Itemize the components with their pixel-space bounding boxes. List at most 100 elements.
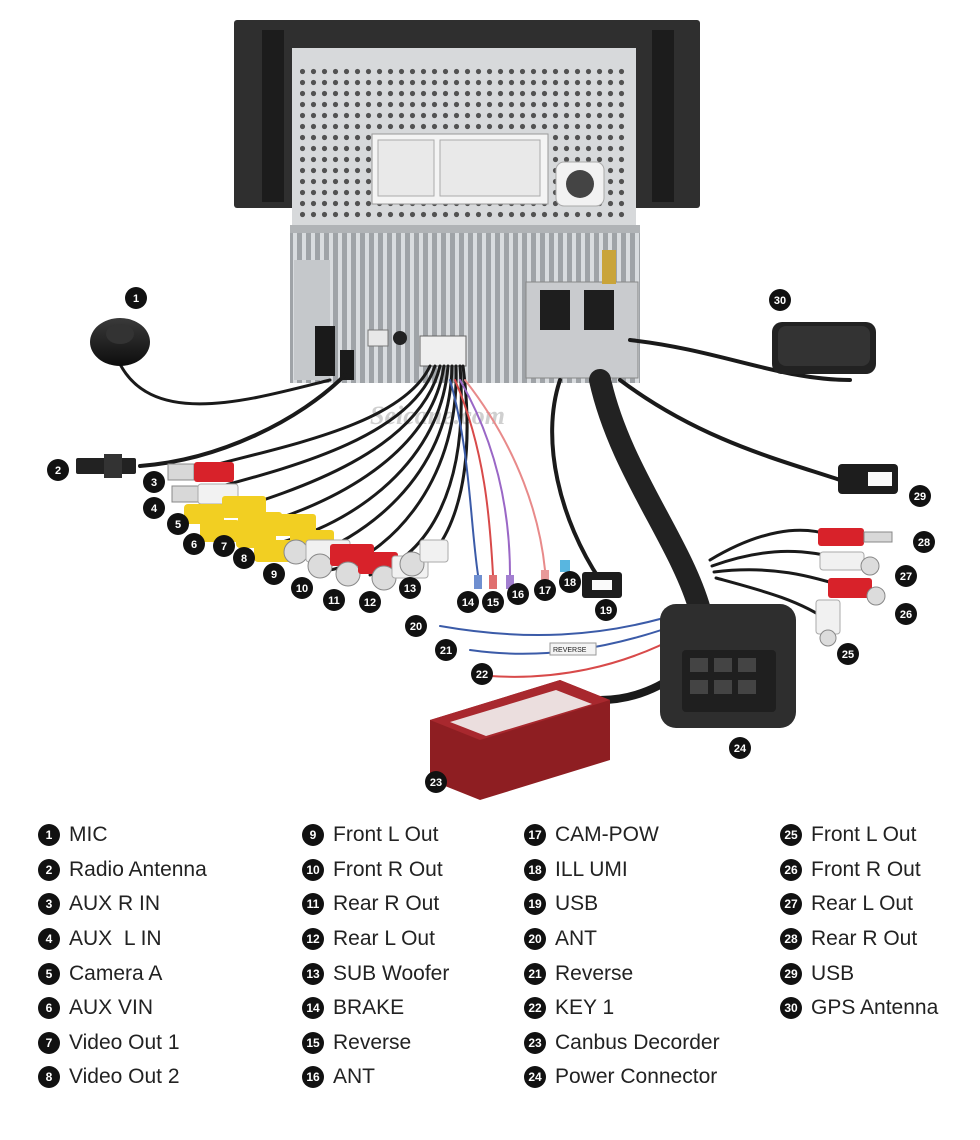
usb-connector-29: [838, 464, 898, 494]
legend-label: Rear R Out: [811, 927, 918, 951]
legend-number-badge: 2: [38, 858, 60, 881]
legend-item: 4 AUX L IN: [38, 922, 207, 957]
legend-item: 13 SUB Woofer: [302, 956, 449, 991]
legend-number-badge: 13: [302, 962, 324, 985]
callout-22: 22: [471, 663, 493, 685]
svg-text:18: 18: [564, 577, 576, 589]
legend-number-badge: 20: [524, 928, 546, 951]
legend-label: SUB Woofer: [333, 961, 450, 985]
svg-text:14: 14: [462, 597, 475, 609]
head-unit: [234, 20, 700, 383]
svg-text:29: 29: [914, 491, 926, 503]
legend-number-badge: 4: [38, 928, 60, 951]
legend-label: Front R Out: [333, 857, 443, 881]
callout-1: 1: [125, 287, 147, 309]
legend-label: CAM-POW: [555, 823, 659, 847]
callout-13: 13: [399, 577, 421, 599]
svg-text:12: 12: [364, 597, 376, 609]
svg-text:22: 22: [476, 669, 488, 681]
legend-number-badge: 8: [38, 1066, 60, 1089]
svg-text:7: 7: [221, 541, 227, 553]
legend-label: ANT: [555, 927, 597, 951]
rca-right-rear-r-out: [818, 528, 893, 546]
legend-number-badge: 26: [780, 858, 802, 881]
legend-label: Rear R Out: [333, 892, 440, 916]
callout-27: 27: [895, 565, 917, 587]
svg-text:REVERSE: REVERSE: [553, 647, 587, 654]
main-harness-plug: [419, 335, 467, 367]
callout-8: 8: [233, 547, 255, 569]
legend-label: Front L Out: [811, 823, 917, 847]
legend-number-badge: 6: [38, 997, 60, 1020]
svg-text:5: 5: [175, 519, 181, 531]
rca-sub-woofer: [399, 539, 449, 577]
callout-24: 24: [729, 737, 751, 759]
callout-23: 23: [425, 771, 447, 793]
legend-label: AUX R IN: [69, 892, 161, 916]
svg-text:2: 2: [55, 465, 61, 477]
legend-label: MIC: [69, 823, 108, 847]
power-connector: [660, 604, 796, 728]
callout-9: 9: [263, 563, 285, 585]
legend-label: Reverse: [555, 961, 634, 985]
legend-label: Front R Out: [811, 857, 921, 881]
legend-item: 6 AUX VIN: [38, 991, 207, 1026]
legend-number-badge: 12: [302, 928, 324, 951]
callout-15: 15: [482, 591, 504, 613]
rca-plug-aux-r: [167, 462, 234, 482]
legend-number-badge: 16: [302, 1066, 324, 1089]
canbus-decoder: [430, 680, 610, 800]
wire-terminal-ant: [506, 575, 514, 589]
svg-text:28: 28: [918, 537, 930, 549]
callout-19: 19: [595, 599, 617, 621]
legend-label: Radio Antenna: [69, 857, 207, 881]
svg-text:26: 26: [900, 609, 912, 621]
legend-item: 17 CAM-POW: [524, 818, 720, 853]
callout-28: 28: [913, 531, 935, 553]
wire-terminal-reverse: [489, 575, 497, 589]
callout-11: 11: [323, 589, 345, 611]
legend-label: Power Connector: [555, 1065, 718, 1089]
svg-text:25: 25: [842, 649, 854, 661]
wire-terminal-illumi: [560, 560, 570, 572]
wiring-diagram: Seicane.com: [47, 20, 935, 800]
legend-number-badge: 3: [38, 893, 60, 916]
legend-number-badge: 23: [524, 1031, 546, 1054]
callout-2: 2: [47, 459, 69, 481]
callout-25: 25: [837, 643, 859, 665]
legend-number-badge: 19: [524, 893, 546, 916]
callout-12: 12: [359, 591, 381, 613]
callout-20: 20: [405, 615, 427, 637]
legend-label: AUX VIN: [69, 996, 154, 1020]
svg-text:16: 16: [512, 589, 524, 601]
legend-number-badge: 17: [524, 824, 546, 847]
callout-6: 6: [183, 533, 205, 555]
callout-21: 21: [435, 639, 457, 661]
legend-number-badge: 18: [524, 858, 546, 881]
svg-text:19: 19: [600, 605, 612, 617]
legend-label: Rear L Out: [811, 892, 913, 916]
reverse-tag: REVERSE: [549, 642, 597, 656]
svg-text:4: 4: [151, 503, 158, 515]
svg-text:6: 6: [191, 539, 197, 551]
legend-label: AUX L IN: [69, 927, 162, 951]
legend-item: 20 ANT: [524, 922, 720, 957]
callout-17: 17: [534, 579, 556, 601]
